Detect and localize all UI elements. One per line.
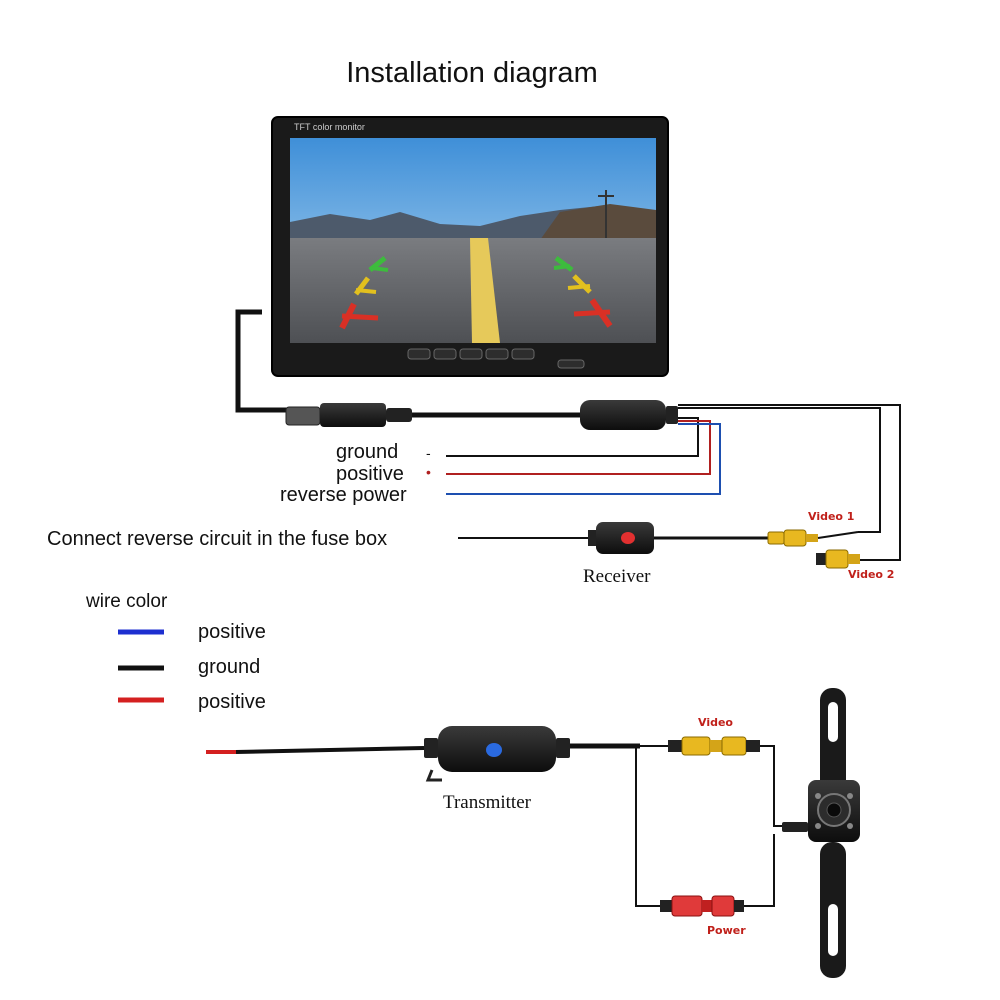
video1-label: Video 1	[808, 510, 854, 523]
ground-wire-label: ground	[336, 441, 398, 463]
video1-connector	[767, 529, 859, 547]
transmitter-label: Transmitter	[443, 792, 532, 813]
transmitter-wire-in	[206, 746, 425, 754]
splitter-wires	[446, 404, 901, 561]
receiver-label: Receiver	[583, 566, 651, 587]
monitor-cable	[285, 403, 580, 427]
legend-item-label: ground	[198, 656, 260, 678]
legend-item-label: positive	[198, 621, 266, 643]
video2-label: Video 2	[848, 568, 894, 581]
transmitter-module	[424, 726, 640, 782]
diagram-title: Installation diagram	[346, 57, 597, 89]
positive-wire-label: positive	[336, 463, 404, 485]
wire-color-legend: wire color positive ground positive	[85, 591, 266, 713]
legend-item-label: positive	[198, 691, 266, 713]
camera-harness	[635, 745, 782, 907]
legend-title: wire color	[85, 591, 168, 612]
camera-power-connector	[660, 895, 744, 917]
transmitter-led-icon	[486, 743, 502, 757]
monitor-label: TFT color monitor	[294, 122, 365, 132]
cable-splitter	[580, 400, 678, 430]
video2-connector	[816, 549, 860, 569]
license-plate-camera	[782, 688, 860, 978]
monitor-buttons	[407, 348, 585, 369]
camera-video-connector	[668, 736, 760, 756]
monitor-button[interactable]	[433, 348, 457, 360]
receiver-led-icon	[621, 532, 635, 544]
camera-video-label: Video	[698, 716, 733, 729]
reverse-power-label: reverse power	[280, 484, 407, 506]
monitor-button[interactable]	[511, 348, 535, 360]
dot-marker: -	[426, 445, 431, 461]
monitor-button[interactable]	[485, 348, 509, 360]
reverse-circuit-note: Connect reverse circuit in the fuse box	[47, 528, 387, 550]
monitor-button[interactable]	[407, 348, 431, 360]
receiver-module	[588, 522, 768, 554]
camera-power-label: Power	[707, 924, 746, 937]
power-button[interactable]	[557, 359, 585, 369]
tft-monitor: TFT color monitor	[235, 116, 669, 413]
monitor-button[interactable]	[459, 348, 483, 360]
dot-marker: •	[426, 464, 431, 480]
